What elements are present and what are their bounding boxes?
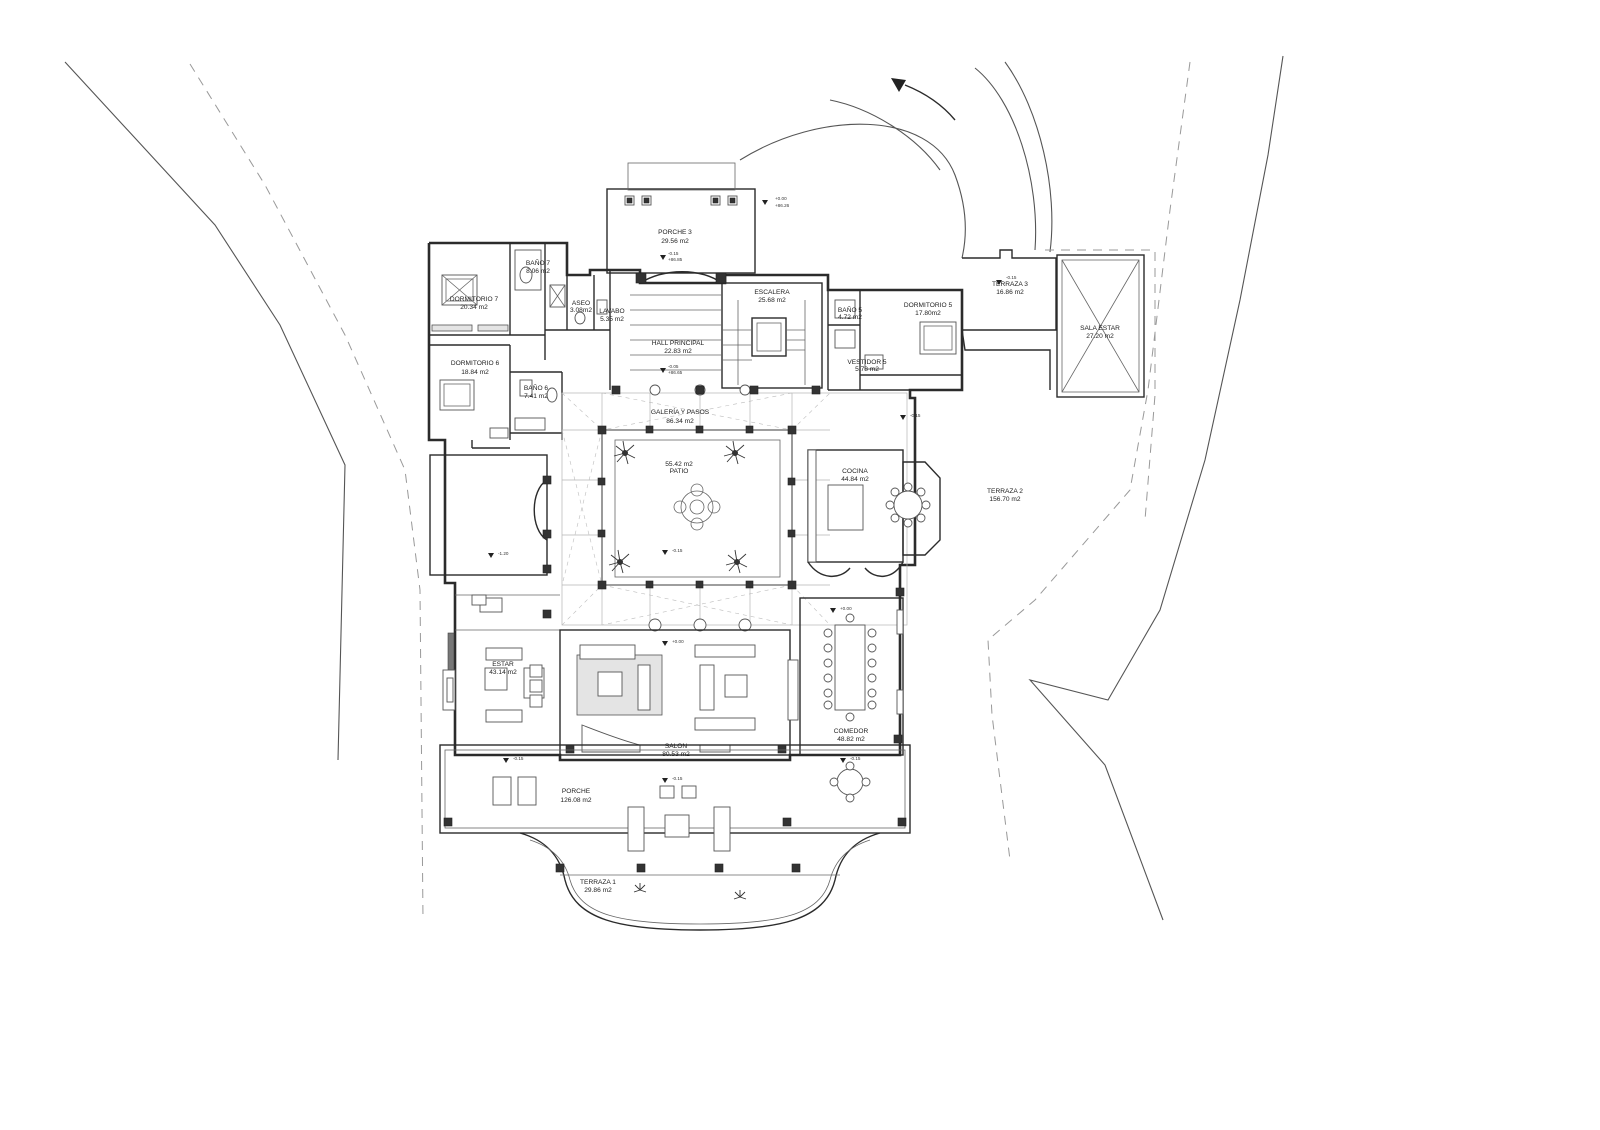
label-terraza1-area: 29.86 m2 bbox=[584, 887, 612, 894]
label-cocina-name: COCINA bbox=[842, 468, 868, 475]
label-porche-area: 126.08 m2 bbox=[560, 797, 591, 804]
label-galeria-name: GALERÍA Y PASOS bbox=[651, 407, 710, 416]
level-galeria: -0.15 bbox=[910, 413, 921, 418]
label-terraza3-name: TERRAZA 3 bbox=[992, 281, 1028, 288]
level-porche-w: -0.15 bbox=[513, 756, 524, 761]
label-dormitorio6-area: 18.84 m2 bbox=[461, 369, 489, 376]
label-porche3-name: PORCHE 3 bbox=[658, 229, 692, 236]
comedor-furniture bbox=[799, 597, 904, 756]
label-estar-name: ESTAR bbox=[492, 661, 514, 668]
level-west: -1.20 bbox=[498, 551, 509, 556]
label-porche-name: PORCHE bbox=[562, 788, 591, 795]
label-bano7-name: BAÑO 7 bbox=[526, 258, 551, 267]
label-hall-area: 22.83 m2 bbox=[664, 348, 692, 355]
level-porche3: -0.15 bbox=[668, 251, 679, 256]
label-galeria-area: 86.34 m2 bbox=[666, 418, 694, 425]
level-marks: +0.00 +86.26 -0.15 +86.85 -0.05 +86.65 -… bbox=[488, 196, 1017, 783]
porche-terraza bbox=[439, 744, 911, 931]
level-porche-e: -0.15 bbox=[850, 756, 861, 761]
label-salaestar-area: 27.20 m2 bbox=[1086, 333, 1114, 340]
label-bano6-name: BAÑO 6 bbox=[524, 383, 549, 392]
label-aseo-area: 3.08m2 bbox=[570, 307, 592, 314]
bedroom-furniture bbox=[431, 249, 957, 439]
north-arrow-icon bbox=[891, 78, 956, 121]
label-vestidor5-area: 5.78 m2 bbox=[855, 366, 879, 373]
label-patio-area: 55.42 m2 bbox=[665, 461, 693, 468]
label-aseo-name: ASEO bbox=[572, 300, 590, 307]
cocina-furniture bbox=[807, 449, 941, 597]
label-dormitorio5-area: 17.80m2 bbox=[915, 310, 941, 317]
label-terraza2-name: TERRAZA 2 bbox=[987, 488, 1023, 495]
room-labels: PORCHE 3 29.56 m2 DORMITORIO 7 20.34 m2 … bbox=[450, 229, 1120, 894]
label-salon-area: 80.53 m2 bbox=[662, 751, 690, 758]
label-patio-name: PATIO bbox=[670, 468, 689, 475]
galeria-grid bbox=[561, 384, 908, 632]
level-hall2: +86.65 bbox=[668, 370, 683, 375]
level-terraza3: -0.15 bbox=[1006, 275, 1017, 280]
salon-furniture bbox=[559, 629, 799, 756]
label-estar-area: 43.14 m2 bbox=[489, 669, 517, 676]
level-patio: -0.15 bbox=[672, 548, 683, 553]
level-porche-c: -0.15 bbox=[672, 776, 683, 781]
label-salon-name: SALON bbox=[665, 743, 688, 750]
label-cocina-area: 44.84 m2 bbox=[841, 476, 869, 483]
west-wing bbox=[429, 454, 560, 723]
label-dormitorio7-name: DORMITORIO 7 bbox=[450, 296, 499, 303]
label-escalera-name: ESCALERA bbox=[754, 289, 790, 296]
label-bano7-area: 8.06 m2 bbox=[526, 268, 550, 275]
label-dormitorio7-area: 20.34 m2 bbox=[460, 304, 488, 311]
label-bano6-area: 7.41 m2 bbox=[524, 393, 548, 400]
patio-plants bbox=[608, 440, 748, 574]
label-terraza3-area: 16.86 m2 bbox=[996, 289, 1024, 296]
patio-fountain-icon bbox=[673, 483, 721, 531]
level-hall: -0.05 bbox=[668, 364, 679, 369]
label-bano5-name: BAÑO 5 bbox=[838, 305, 863, 314]
level-top2: +86.26 bbox=[775, 203, 790, 208]
label-escalera-area: 25.68 m2 bbox=[758, 297, 786, 304]
building-walls bbox=[427, 162, 1156, 762]
label-lavabo-name: LAVABO bbox=[599, 308, 624, 315]
label-salaestar-name: SALA ESTAR bbox=[1080, 325, 1120, 332]
level-top: +0.00 bbox=[775, 196, 787, 201]
level-salon: +0.00 bbox=[672, 639, 684, 644]
site-boundary bbox=[64, 55, 1284, 921]
label-porche3-area: 29.56 m2 bbox=[661, 238, 689, 245]
hall-principal bbox=[611, 195, 821, 395]
level-porche3b: +86.85 bbox=[668, 257, 683, 262]
level-comedor: +0.00 bbox=[840, 606, 852, 611]
label-terraza2-area: 156.70 m2 bbox=[989, 496, 1020, 503]
label-hall-name: HALL PRINCIPAL bbox=[652, 340, 705, 347]
label-comedor-name: COMEDOR bbox=[834, 728, 869, 735]
label-bano5-area: 4.72 m2 bbox=[838, 314, 862, 321]
label-terraza1-name: TERRAZA 1 bbox=[580, 879, 616, 886]
label-dormitorio6-name: DORMITORIO 6 bbox=[451, 360, 500, 367]
label-dormitorio5-name: DORMITORIO 5 bbox=[904, 302, 953, 309]
label-vestidor5-name: VESTIDOR 5 bbox=[847, 359, 887, 366]
label-lavabo-area: 5.35 m2 bbox=[600, 316, 624, 323]
label-comedor-area: 48.82 m2 bbox=[837, 736, 865, 743]
galeria-columns bbox=[597, 384, 797, 632]
